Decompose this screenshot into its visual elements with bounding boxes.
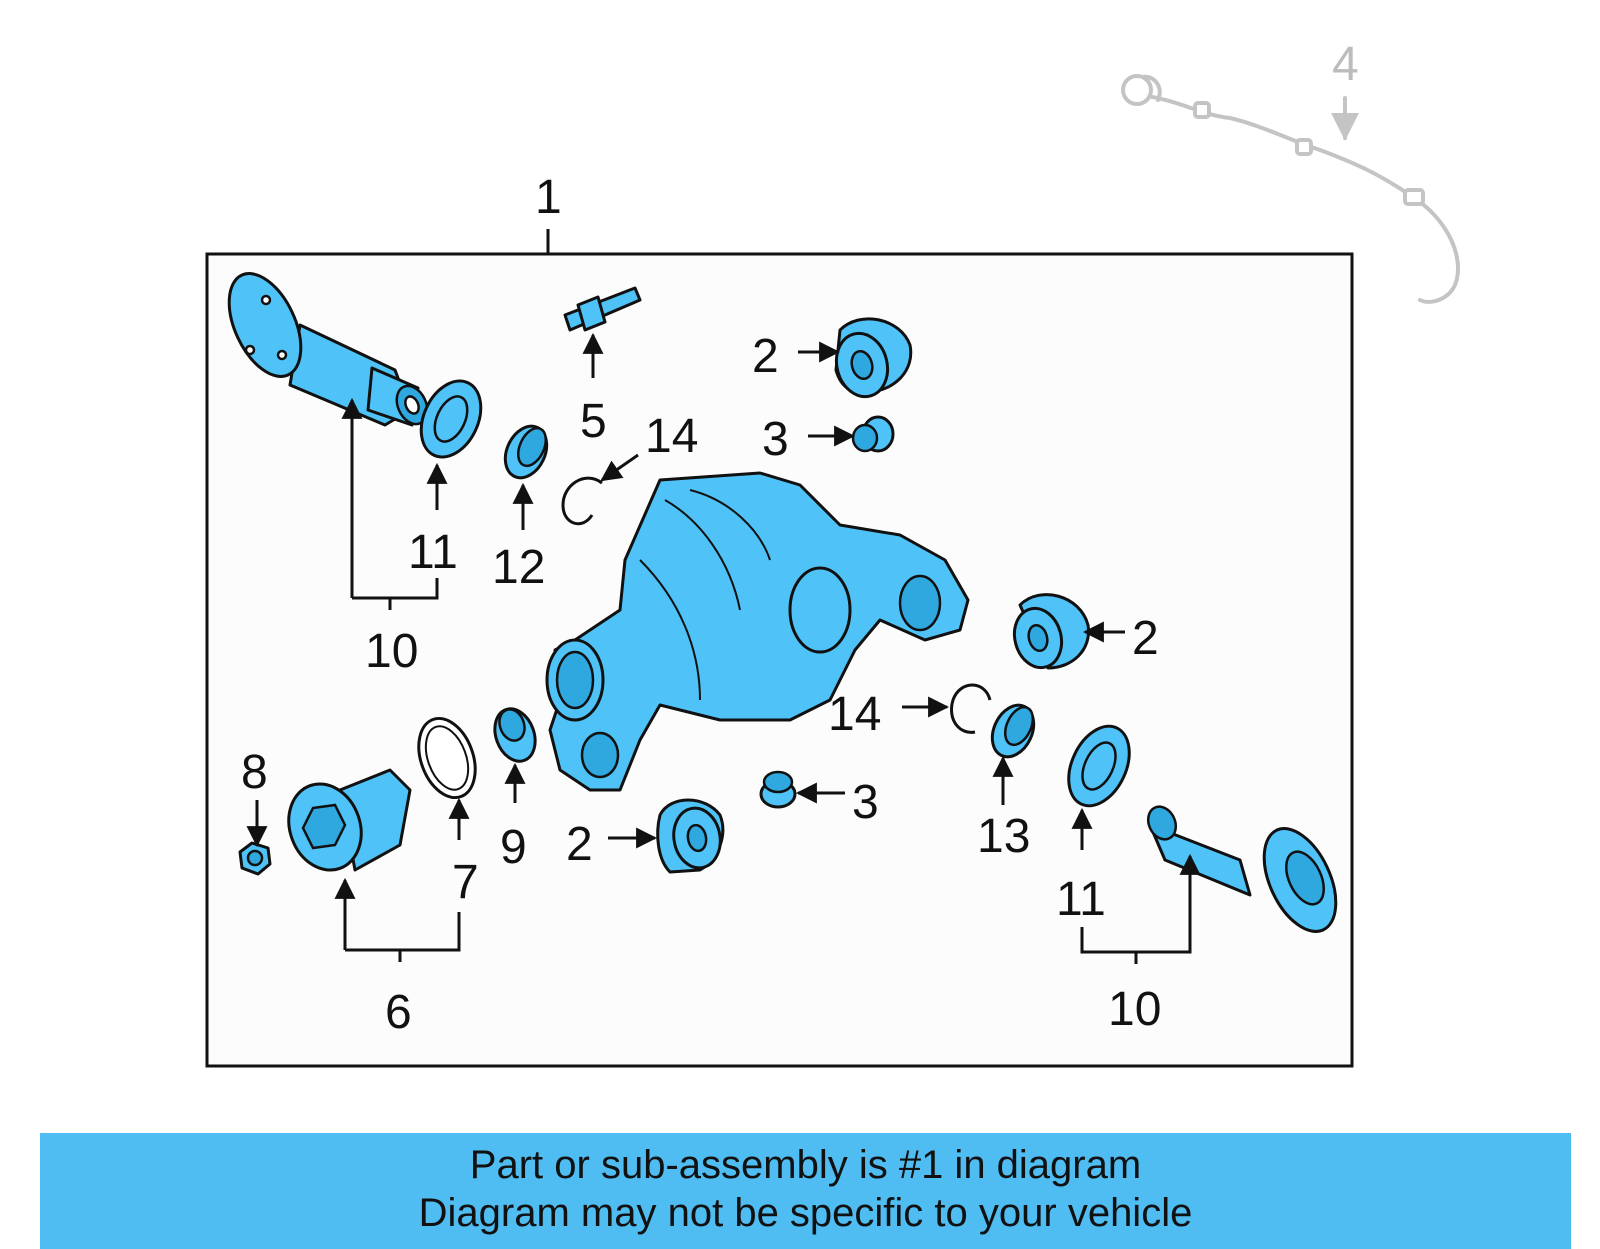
plug-3-top <box>851 415 895 453</box>
bushing-12 <box>503 424 549 480</box>
callout-5: 5 <box>580 395 607 448</box>
wiring-harness-part-4 <box>1121 74 1460 304</box>
companion-flange-6 <box>287 768 412 872</box>
snap-ring-14-top <box>561 476 603 526</box>
o-ring-7 <box>417 716 477 800</box>
callout-10-right: 10 <box>1108 983 1161 1036</box>
callout-12: 12 <box>492 541 545 594</box>
callout-7: 7 <box>452 856 479 909</box>
banner-line-1: Part or sub-assembly is #1 in diagram <box>469 1143 1142 1187</box>
callout-11-top: 11 <box>408 526 458 579</box>
banner-line-2: Diagram may not be specific to your vehi… <box>418 1191 1193 1235</box>
seal-11-top <box>419 379 483 459</box>
callout-8: 8 <box>241 746 268 799</box>
snap-ring-14-right <box>950 683 992 734</box>
mount-2-bottom <box>656 798 725 874</box>
callout-11-right: 11 <box>1056 873 1106 926</box>
callout-3-top: 3 <box>762 413 789 466</box>
callout-2-right: 2 <box>1132 612 1159 665</box>
mount-2-right <box>1012 593 1090 670</box>
callout-9: 9 <box>500 821 527 874</box>
callout-6: 6 <box>385 986 412 1039</box>
leader-lines <box>246 332 1201 964</box>
callout-14-right: 14 <box>828 688 881 741</box>
callout-14-top: 14 <box>645 410 698 463</box>
differential-housing <box>545 471 970 792</box>
nut-8 <box>238 841 272 876</box>
seal-11-right <box>1067 724 1131 808</box>
bushing-9 <box>493 707 537 763</box>
mount-2-top <box>834 317 913 399</box>
plug-3-bottom <box>759 770 797 809</box>
callout-13: 13 <box>977 810 1030 863</box>
info-banner: Part or sub-assembly is #1 in diagram Di… <box>40 1133 1571 1249</box>
callout-4: 4 <box>1332 38 1359 91</box>
bushing-13 <box>990 703 1036 759</box>
callout-10-left: 10 <box>365 625 418 678</box>
axle-flange-left <box>227 272 429 427</box>
callout-2-top: 2 <box>752 330 779 383</box>
bolt-5 <box>563 286 642 332</box>
callout-3-bottom: 3 <box>852 776 879 829</box>
callout-1: 1 <box>535 171 562 224</box>
callout-2-bottom: 2 <box>566 818 593 871</box>
